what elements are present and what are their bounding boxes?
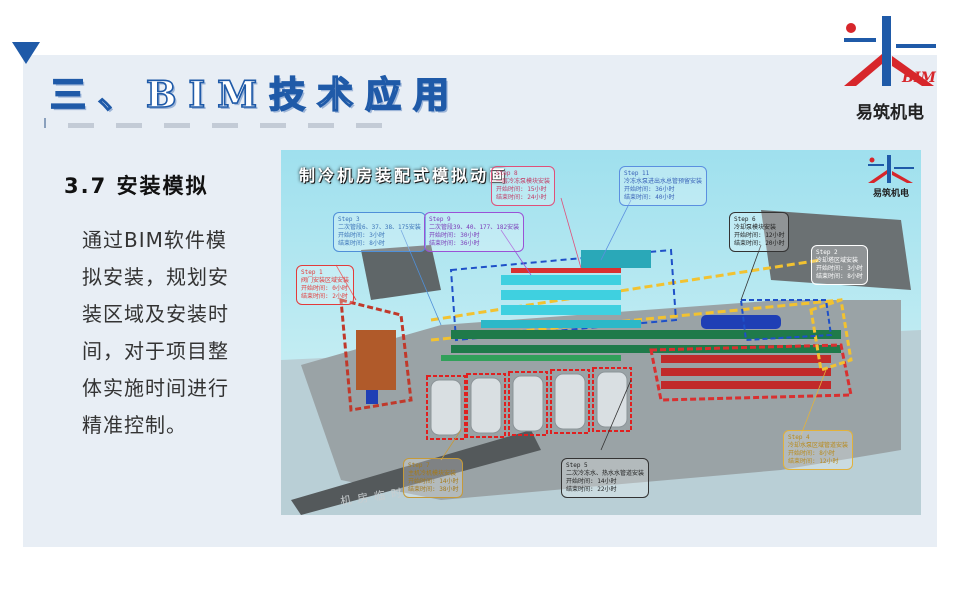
section-heading: 3.7 安装模拟: [64, 174, 209, 198]
step-1-card: Step 1 阀门安装区域安装 开始时间: 0小时 结束时间: 2小时: [296, 265, 355, 305]
step-11-card: Step 11 冷冻水泵进出水总管预留安装 开始时间: 36小时 结束时间: 4…: [619, 166, 708, 206]
step-8-card: Step 8 一层冷冻泵模块安装 开始时间: 15小时 结束时间: 24小时: [491, 166, 556, 206]
logo-mark-text: BIM: [901, 70, 936, 86]
simulation-title: 制冷机房装配式模拟动画: [299, 166, 509, 185]
step-6-card: Step 6 冷却泵模块安装 开始时间: 12小时 结束时间: 20小时: [729, 212, 790, 252]
simulation-logo: 易筑机电: [867, 154, 915, 199]
company-logo: BIM 易筑机电: [842, 14, 938, 123]
step-3-card: Step 3 二次管段6、37、38、175安装 开始时间: 3小时 结束时间:…: [333, 212, 426, 252]
step-9-card: Step 9 二次管段39、40、177、182安装 开始时间: 30小时 结束…: [424, 212, 525, 252]
step-7-card: Step 7 主机冷机模块安装 开始时间: 14小时 结束时间: 38小时: [403, 458, 464, 498]
title-triangle-icon: [12, 42, 40, 64]
step-5-card: Step 5 二次冷冻水、热水水管道安装 开始时间: 14小时 结束时间: 22…: [561, 458, 650, 498]
install-simulation-image: 机房临时 制冷机房装配式模拟动画 易筑机电 Step 1 阀门安装区域安装 开始…: [281, 150, 921, 515]
step-4-card: Step 4 冷却水泵区域管道安装 开始时间: 8小时 结束时间: 12小时: [783, 430, 854, 470]
simulation-logo-name: 易筑机电: [872, 189, 909, 199]
title-underline: [44, 116, 390, 128]
logo-name: 易筑机电: [856, 103, 924, 123]
step-2-card: Step 2 冷却塔区域安装 开始时间: 3小时 结束时间: 8小时: [811, 245, 868, 285]
section-body-text: 通过BIM软件模拟安装，规划安装区域及安装时间，对于项目整体实施时间进行精准控制…: [82, 228, 229, 437]
slide-title: 三、BIM技术应用: [49, 73, 462, 117]
